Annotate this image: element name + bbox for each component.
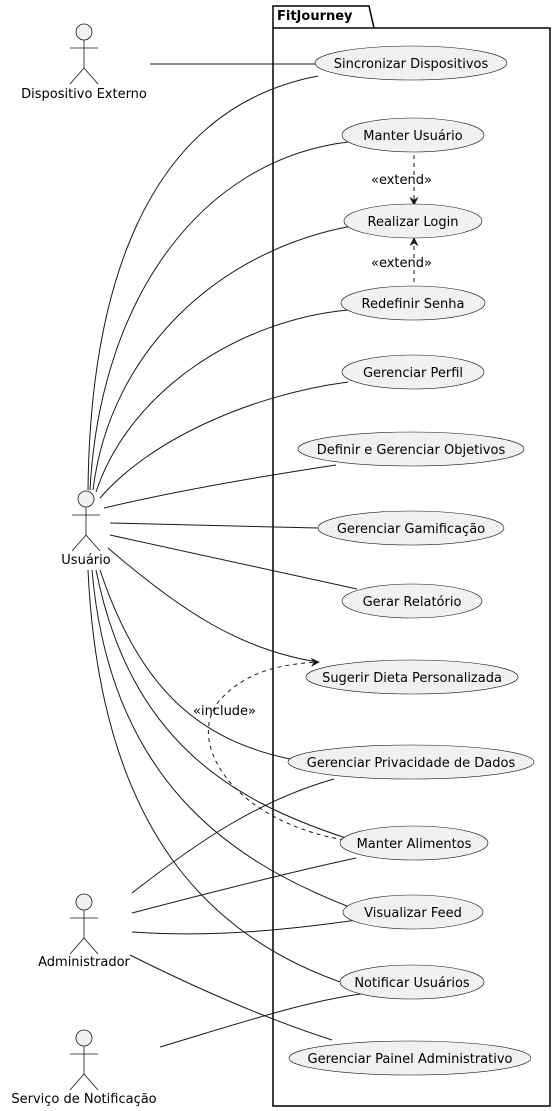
actor-label: Dispositivo Externo <box>21 87 147 102</box>
actor-notification-service: Serviço de Notificação <box>11 1029 157 1107</box>
stick-figure-icon <box>69 1029 99 1091</box>
svg-text:Gerenciar Perfil: Gerenciar Perfil <box>363 366 463 381</box>
svg-text:Redefinir Senha: Redefinir Senha <box>362 297 465 312</box>
actor-associations <box>129 63 369 1048</box>
system-boundary: FitJourney <box>272 5 551 1107</box>
svg-text:Manter Alimentos: Manter Alimentos <box>357 837 472 852</box>
include-label: «include» <box>193 704 256 719</box>
use-case-login: Realizar Login <box>343 203 483 239</box>
stick-figure-icon <box>69 23 99 85</box>
svg-text:Sugerir Dieta Personalizada: Sugerir Dieta Personalizada <box>322 671 502 686</box>
svg-text:Gerar Relatório: Gerar Relatório <box>363 595 462 610</box>
svg-text:Gerenciar Gamificação: Gerenciar Gamificação <box>337 522 485 537</box>
svg-text:Visualizar Feed: Visualizar Feed <box>364 906 462 921</box>
actor-external-device: Dispositivo Externo <box>21 23 147 102</box>
svg-text:Realizar Login: Realizar Login <box>368 215 459 230</box>
svg-text:Gerenciar Privacidade de Dados: Gerenciar Privacidade de Dados <box>307 756 516 771</box>
extend-label-2: «extend» <box>371 256 432 271</box>
use-case-feed: Visualizar Feed <box>342 894 484 930</box>
svg-text:Definir e Gerenciar Objetivos: Definir e Gerenciar Objetivos <box>317 443 506 458</box>
use-case-goals: Definir e Gerenciar Objetivos <box>297 431 525 467</box>
extend-label-1: «extend» <box>371 173 432 188</box>
use-case-admin-panel: Gerenciar Painel Administrativo <box>288 1040 532 1076</box>
use-case-profile: Gerenciar Perfil <box>341 354 485 390</box>
use-case-gamification: Gerenciar Gamificação <box>317 510 505 546</box>
use-case-sync: Sincronizar Dispositivos <box>314 45 508 81</box>
svg-text:Notificar Usuários: Notificar Usuários <box>354 976 470 991</box>
use-case-diet: Sugerir Dieta Personalizada <box>305 659 519 695</box>
stick-figure-icon <box>71 490 101 552</box>
use-case-privacy: Gerenciar Privacidade de Dados <box>287 744 535 780</box>
actor-user: Usuário <box>61 490 111 568</box>
svg-text:Sincronizar Dispositivos: Sincronizar Dispositivos <box>334 57 489 72</box>
use-case-maintain-user: Manter Usuário <box>341 117 485 153</box>
actor-admin: Administrador <box>38 893 131 970</box>
actor-label: Serviço de Notificação <box>11 1092 156 1107</box>
use-case-reset-password: Redefinir Senha <box>340 285 486 321</box>
svg-text:Manter Usuário: Manter Usuário <box>363 129 462 144</box>
system-title: FitJourney <box>277 9 353 24</box>
dependencies: «extend» «extend» «include» <box>193 155 432 841</box>
actor-label: Administrador <box>38 955 130 970</box>
stick-figure-icon <box>69 893 99 955</box>
user-associations <box>87 75 358 987</box>
use-case-report: Gerar Relatório <box>341 583 483 619</box>
use-case-notify: Notificar Usuários <box>339 964 485 1000</box>
svg-text:Gerenciar Painel Administrativ: Gerenciar Painel Administrativo <box>308 1052 513 1067</box>
use-case-foods: Manter Alimentos <box>339 825 489 861</box>
actor-label: Usuário <box>61 553 110 568</box>
